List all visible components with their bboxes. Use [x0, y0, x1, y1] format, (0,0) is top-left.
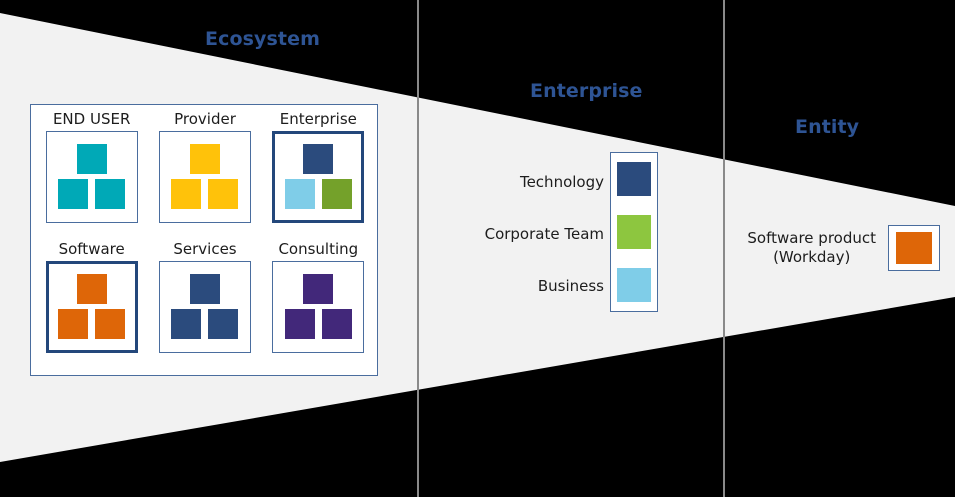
- enterprise-legend-label-business: Business: [537, 277, 604, 295]
- ecosystem-cell-enterprise[interactable]: Enterprise: [266, 111, 371, 239]
- color-swatch: [58, 179, 89, 209]
- ecosystem-cell-end-user[interactable]: END USER: [39, 111, 144, 239]
- color-swatch: [303, 274, 334, 304]
- color-swatch: [321, 179, 352, 209]
- color-swatch: [284, 309, 315, 339]
- enterprise-legend-label-technology: Technology: [519, 173, 604, 191]
- ecosystem-cell-box-highlighted: [45, 260, 138, 353]
- color-swatch: [208, 179, 239, 209]
- color-swatch: [76, 274, 107, 304]
- color-swatch: [284, 179, 315, 209]
- color-swatch: [189, 274, 220, 304]
- ecosystem-cell-label: Software: [58, 240, 125, 258]
- color-swatch-technology: [617, 162, 651, 197]
- stage-title-ecosystem: Ecosystem: [205, 28, 320, 50]
- ecosystem-cell-box: [272, 260, 365, 353]
- ecosystem-cell-label: Enterprise: [279, 110, 357, 128]
- color-swatch-business: [617, 267, 651, 302]
- ecosystem-cell-services[interactable]: Services: [152, 241, 257, 369]
- ecosystem-cell-label: Provider: [174, 110, 236, 128]
- color-swatch: [208, 309, 239, 339]
- stage-title-enterprise: Enterprise: [530, 80, 643, 102]
- color-swatch: [303, 144, 334, 174]
- color-swatch: [171, 179, 202, 209]
- ecosystem-grid: END USER Provider: [39, 111, 371, 369]
- ecosystem-cell-software[interactable]: Software: [39, 241, 144, 369]
- ecosystem-cell-box: [158, 130, 251, 223]
- stage-title-entity: Entity: [795, 116, 860, 138]
- entity-swatch-box: [888, 225, 940, 271]
- entity-label-line2: (Workday): [773, 248, 851, 266]
- ecosystem-cell-box: [45, 130, 138, 223]
- enterprise-legend: Technology Corporate Team Business: [452, 152, 658, 316]
- color-swatch-corporate-team: [617, 214, 651, 249]
- color-swatch: [189, 144, 220, 174]
- entity-label-line1: Software product: [747, 229, 876, 248]
- entity-label: Software product (Workday): [747, 229, 876, 267]
- color-swatch: [321, 309, 352, 339]
- enterprise-legend-label-corporate-team: Corporate Team: [484, 225, 604, 243]
- ecosystem-cell-consulting[interactable]: Consulting: [266, 241, 371, 369]
- ecosystem-cell-label: Consulting: [278, 240, 359, 258]
- enterprise-legend-labels: Technology Corporate Team Business: [452, 156, 604, 312]
- color-swatch: [58, 309, 89, 339]
- ecosystem-cell-label: Services: [173, 240, 237, 258]
- ecosystem-cell-provider[interactable]: Provider: [152, 111, 257, 239]
- enterprise-legend-swatch-column: [610, 152, 658, 312]
- stage-divider-1: [417, 0, 419, 497]
- ecosystem-cell-label: END USER: [52, 110, 131, 128]
- ecosystem-panel: END USER Provider: [30, 104, 378, 376]
- color-swatch: [95, 179, 126, 209]
- ecosystem-cell-box: [158, 260, 251, 353]
- color-swatch-software-product: [896, 232, 932, 264]
- entity-row: Software product (Workday): [728, 222, 940, 274]
- color-swatch: [95, 309, 126, 339]
- color-swatch: [76, 144, 107, 174]
- color-swatch: [171, 309, 202, 339]
- ecosystem-cell-box-highlighted: [272, 130, 365, 223]
- stage-divider-2: [723, 0, 725, 497]
